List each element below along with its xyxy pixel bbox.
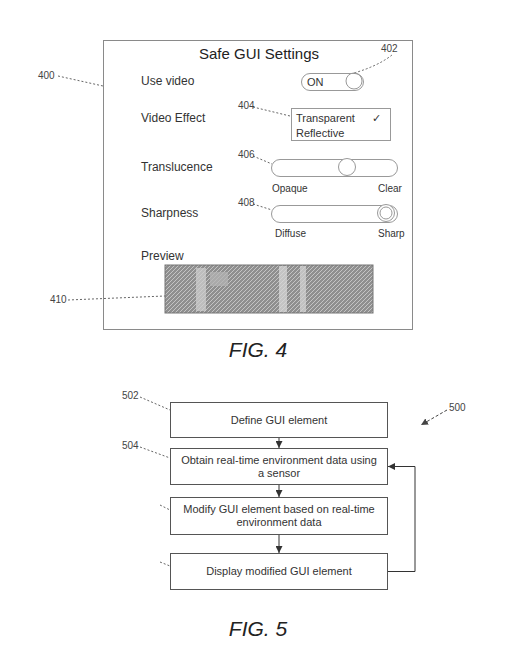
- slider-knob: [378, 205, 395, 222]
- leader-line: [160, 562, 170, 566]
- settings-window: Safe GUI SettingsUse videoVideo EffectTr…: [103, 40, 413, 330]
- process-box: Define GUI element: [170, 402, 388, 438]
- leader-line: [140, 447, 170, 458]
- process-text: Define GUI element: [231, 414, 328, 427]
- check-mark: ✓: [372, 111, 381, 125]
- slider-end-label: Clear: [378, 182, 402, 196]
- slider-track: OpaqueClear: [271, 159, 398, 177]
- callout-number: 502: [122, 390, 139, 402]
- leader-line: [68, 296, 165, 300]
- flow-arrow: [279, 485, 280, 497]
- setting-label: Preview: [141, 249, 184, 263]
- leader-line: [58, 76, 103, 86]
- setting-label: Sharpness: [141, 206, 198, 220]
- figure-caption: FIG. 5: [158, 617, 358, 641]
- process-box: Display modified GUI element: [170, 553, 388, 590]
- slider-end-label: Diffuse: [275, 227, 306, 241]
- slider-end-label: Opaque: [272, 182, 308, 196]
- leader-lines: [58, 55, 392, 566]
- process-box: Obtain real-time environment data using …: [170, 448, 388, 485]
- callout-number: 404: [238, 100, 255, 112]
- callout-number: 402: [381, 43, 398, 55]
- callout-number: 410: [50, 294, 67, 306]
- preview-band: [279, 266, 287, 312]
- slider-end-label: Sharp: [378, 227, 405, 241]
- option-text: Reflective: [296, 126, 344, 140]
- feedback-arrow: [388, 467, 415, 572]
- setting-label: Translucence: [141, 160, 213, 174]
- preview-band: [210, 272, 228, 286]
- leader-line: [253, 204, 272, 210]
- callout-number: 504: [122, 440, 139, 452]
- toggle-knob: [346, 73, 362, 89]
- callout-number: 500: [449, 402, 466, 414]
- option-text: Transparent: [296, 111, 355, 125]
- callout-number: 408: [238, 197, 255, 209]
- preview-frame: [165, 265, 373, 313]
- figure-caption: FIG. 4: [158, 338, 358, 362]
- reference-arrow: [421, 410, 447, 425]
- process-text: Display modified GUI element: [206, 565, 352, 578]
- slider-knob: [339, 159, 356, 176]
- process-text: Obtain real-time environment data using …: [179, 454, 379, 480]
- setting-label: Video Effect: [141, 111, 205, 125]
- leader-line: [160, 505, 170, 510]
- preview-image: [165, 265, 373, 313]
- preview-band: [300, 266, 306, 312]
- callout-number: 400: [38, 70, 55, 82]
- toggle-state: ON: [307, 75, 324, 89]
- process-box: Modify GUI element based on real-time en…: [170, 497, 388, 535]
- leader-line: [354, 55, 392, 73]
- slider-knob-inner: [380, 207, 392, 219]
- setting-label: Use video: [141, 74, 194, 88]
- window-title: Safe GUI Settings: [104, 47, 414, 61]
- slider-track: DiffuseSharp: [271, 205, 398, 223]
- leader-line: [140, 397, 170, 410]
- flow-arrow: [279, 535, 280, 553]
- preview-band: [196, 268, 206, 311]
- toggle-switch: ON: [301, 73, 364, 91]
- leader-line: [253, 107, 290, 116]
- callout-number: 406: [238, 149, 255, 161]
- flow-arrow: [279, 438, 280, 448]
- option-list: Transparent ✓ Reflective: [291, 108, 391, 141]
- leader-line: [253, 156, 272, 164]
- process-text: Modify GUI element based on real-time en…: [179, 503, 379, 529]
